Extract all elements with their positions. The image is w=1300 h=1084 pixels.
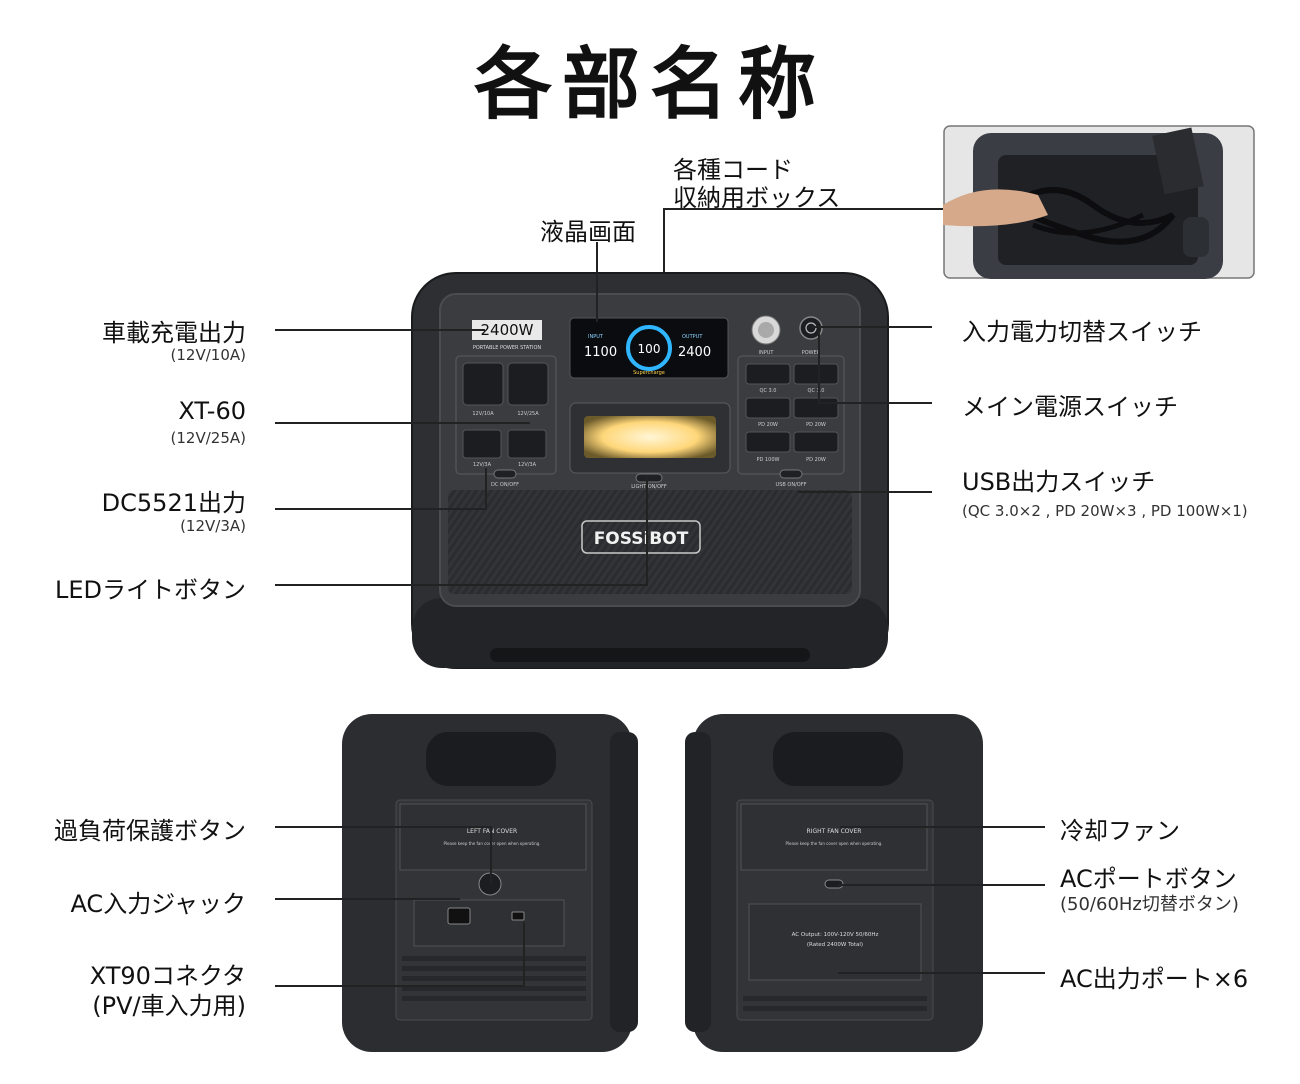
leader-main-power-h — [818, 402, 932, 404]
port-label-pd4: PD 20W — [806, 457, 826, 463]
port-label-pd3: PD 100W — [757, 457, 780, 463]
lcd-output-label: OUTPUT — [682, 334, 703, 340]
leader-xt90-h — [275, 985, 525, 987]
xt60-port[interactable] — [507, 362, 549, 406]
lcd-input-value: 1100 — [584, 345, 617, 360]
port-label-12v3a-2: 12V/3A — [518, 462, 537, 468]
front-unit-illustration: 2400W PORTABLE POWER STATION INPUT 1100 … — [411, 272, 889, 669]
label-usb-switch: USB出力スイッチ — [962, 468, 1156, 496]
right-fan-warning: Please keep the fan cover open when oper… — [786, 841, 883, 846]
label-xt60-sub: (12V/25A) — [170, 429, 246, 447]
lcd-battery-percent: 100 — [638, 342, 661, 356]
port-label-qc1: QC 3.0 — [760, 388, 777, 394]
right-fan-cover-label: RIGHT FAN COVER — [807, 828, 862, 835]
usb-c-port-1[interactable] — [745, 397, 791, 419]
leader-ac-input — [275, 898, 460, 900]
label-lcd-screen: 液晶画面 — [540, 218, 636, 246]
label-usb-switch-sub: (QC 3.0×2 , PD 20W×3 , PD 100W×1) — [962, 502, 1248, 520]
dc-button[interactable] — [493, 469, 517, 479]
leader-ac-output — [838, 972, 1045, 974]
usb-c-port-4[interactable] — [793, 431, 839, 453]
leader-lcd — [596, 242, 598, 322]
ac-output-rated: (Rated 2400W Total) — [807, 942, 863, 948]
leader-led-h — [275, 584, 648, 586]
lcd-input-label: INPUT — [588, 334, 604, 340]
leader-ac-port-button — [838, 884, 1045, 886]
xt90-connector[interactable] — [511, 911, 525, 921]
label-xt90-line1: XT90コネクタ — [89, 962, 246, 990]
port-label-pd1: PD 20W — [758, 422, 778, 428]
light-button[interactable] — [635, 473, 663, 483]
leader-input-switch — [812, 326, 932, 328]
leader-led-v — [646, 476, 648, 586]
label-ac-input: AC入力ジャック — [70, 890, 246, 918]
label-ac-port-button-sub: (50/60Hz切替ボタン) — [1060, 894, 1239, 915]
light-switch-label: LIGHT ON/OFF — [631, 484, 667, 490]
capacity-badge-text: 2400W — [480, 321, 533, 339]
label-overload: 過負荷保護ボタン — [54, 817, 246, 845]
left-fan-warning: Please keep the fan cover open when oper… — [444, 841, 541, 846]
label-cord-box-line1: 各種コード — [673, 156, 793, 184]
port-label-12v3a-1: 12V/3A — [473, 462, 492, 468]
label-ac-output-ports: AC出力ポート×6 — [1060, 965, 1249, 993]
lcd-output-value: 2400 — [678, 345, 711, 360]
leader-car-output — [275, 329, 485, 331]
leader-cord-box-h — [663, 208, 943, 210]
leader-overload-h — [275, 826, 490, 828]
leader-usb-switch — [798, 491, 932, 493]
leader-cooling-fan — [840, 826, 1045, 828]
label-cord-box-line2: 収納用ボックス — [673, 184, 841, 212]
usb-button[interactable] — [779, 469, 803, 479]
usb-c-port-3[interactable] — [745, 431, 791, 453]
usb-c-port-2[interactable] — [793, 397, 839, 419]
usb-switch-label: USB ON/OFF — [776, 482, 807, 488]
power-button[interactable] — [799, 316, 823, 340]
lcd-screen — [569, 317, 729, 379]
leader-xt60 — [275, 422, 530, 424]
label-dc5521: DC5521出力 — [101, 489, 246, 517]
leader-overload-v — [490, 826, 492, 884]
label-car-output: 車載充電出力 — [102, 319, 246, 347]
led-light-panel — [584, 416, 716, 458]
left-fan-cover-label: LEFT FAN COVER — [467, 828, 517, 835]
usb-qc-port-2[interactable] — [793, 363, 839, 385]
port-label-pd2: PD 20W — [806, 422, 826, 428]
power-button-label: POWER — [802, 350, 821, 356]
label-ac-port-button: ACポートボタン — [1060, 865, 1237, 893]
label-xt60: XT-60 — [178, 397, 246, 425]
ac-output-spec: AC Output: 100V-120V 50/60Hz — [792, 932, 879, 938]
back-left-illustration: LEFT FAN COVER Please keep the fan cover… — [342, 714, 638, 1052]
label-car-output-sub: (12V/10A) — [170, 346, 246, 364]
lcd-supercharge: Supercharge — [633, 370, 665, 376]
label-input-switch: 入力電力切替スイッチ — [962, 318, 1202, 346]
label-cooling-fan: 冷却ファン — [1060, 817, 1180, 845]
brand-logo: FOSSiBOT — [594, 529, 689, 549]
cord-storage-photo — [943, 125, 1255, 279]
label-dc5521-sub: (12V/3A) — [180, 517, 246, 535]
back-right-illustration: RIGHT FAN COVER Please keep the fan cove… — [685, 714, 983, 1052]
label-xt90-line2: (PV/車入力用) — [92, 992, 246, 1020]
page-title: 各部名称 — [473, 40, 826, 130]
input-dial-label: INPUT — [759, 350, 775, 356]
dc5521-port-1[interactable] — [462, 429, 502, 459]
leader-dc5521-v — [485, 468, 487, 510]
label-led-button: LEDライトボタン — [54, 576, 246, 604]
label-main-power: メイン電源スイッチ — [962, 393, 1178, 421]
leader-dc5521 — [275, 508, 485, 510]
port-label-qc2: QC 3.0 — [808, 388, 825, 394]
usb-qc-port-1[interactable] — [745, 363, 791, 385]
capacity-badge — [472, 320, 542, 340]
leader-cord-box-v — [663, 208, 665, 272]
leader-main-power-v — [818, 330, 820, 404]
port-label-12v25a: 12V/25A — [517, 411, 539, 417]
product-caption: PORTABLE POWER STATION — [473, 345, 542, 351]
car-socket-port[interactable] — [462, 362, 504, 406]
hand-image — [943, 189, 1048, 227]
dc5521-port-2[interactable] — [507, 429, 547, 459]
dc-switch-label: DC ON/OFF — [491, 482, 519, 488]
ac-input-jack[interactable] — [447, 907, 471, 925]
leader-xt90-v — [523, 922, 525, 986]
port-label-12v10a: 12V/10A — [472, 411, 494, 417]
